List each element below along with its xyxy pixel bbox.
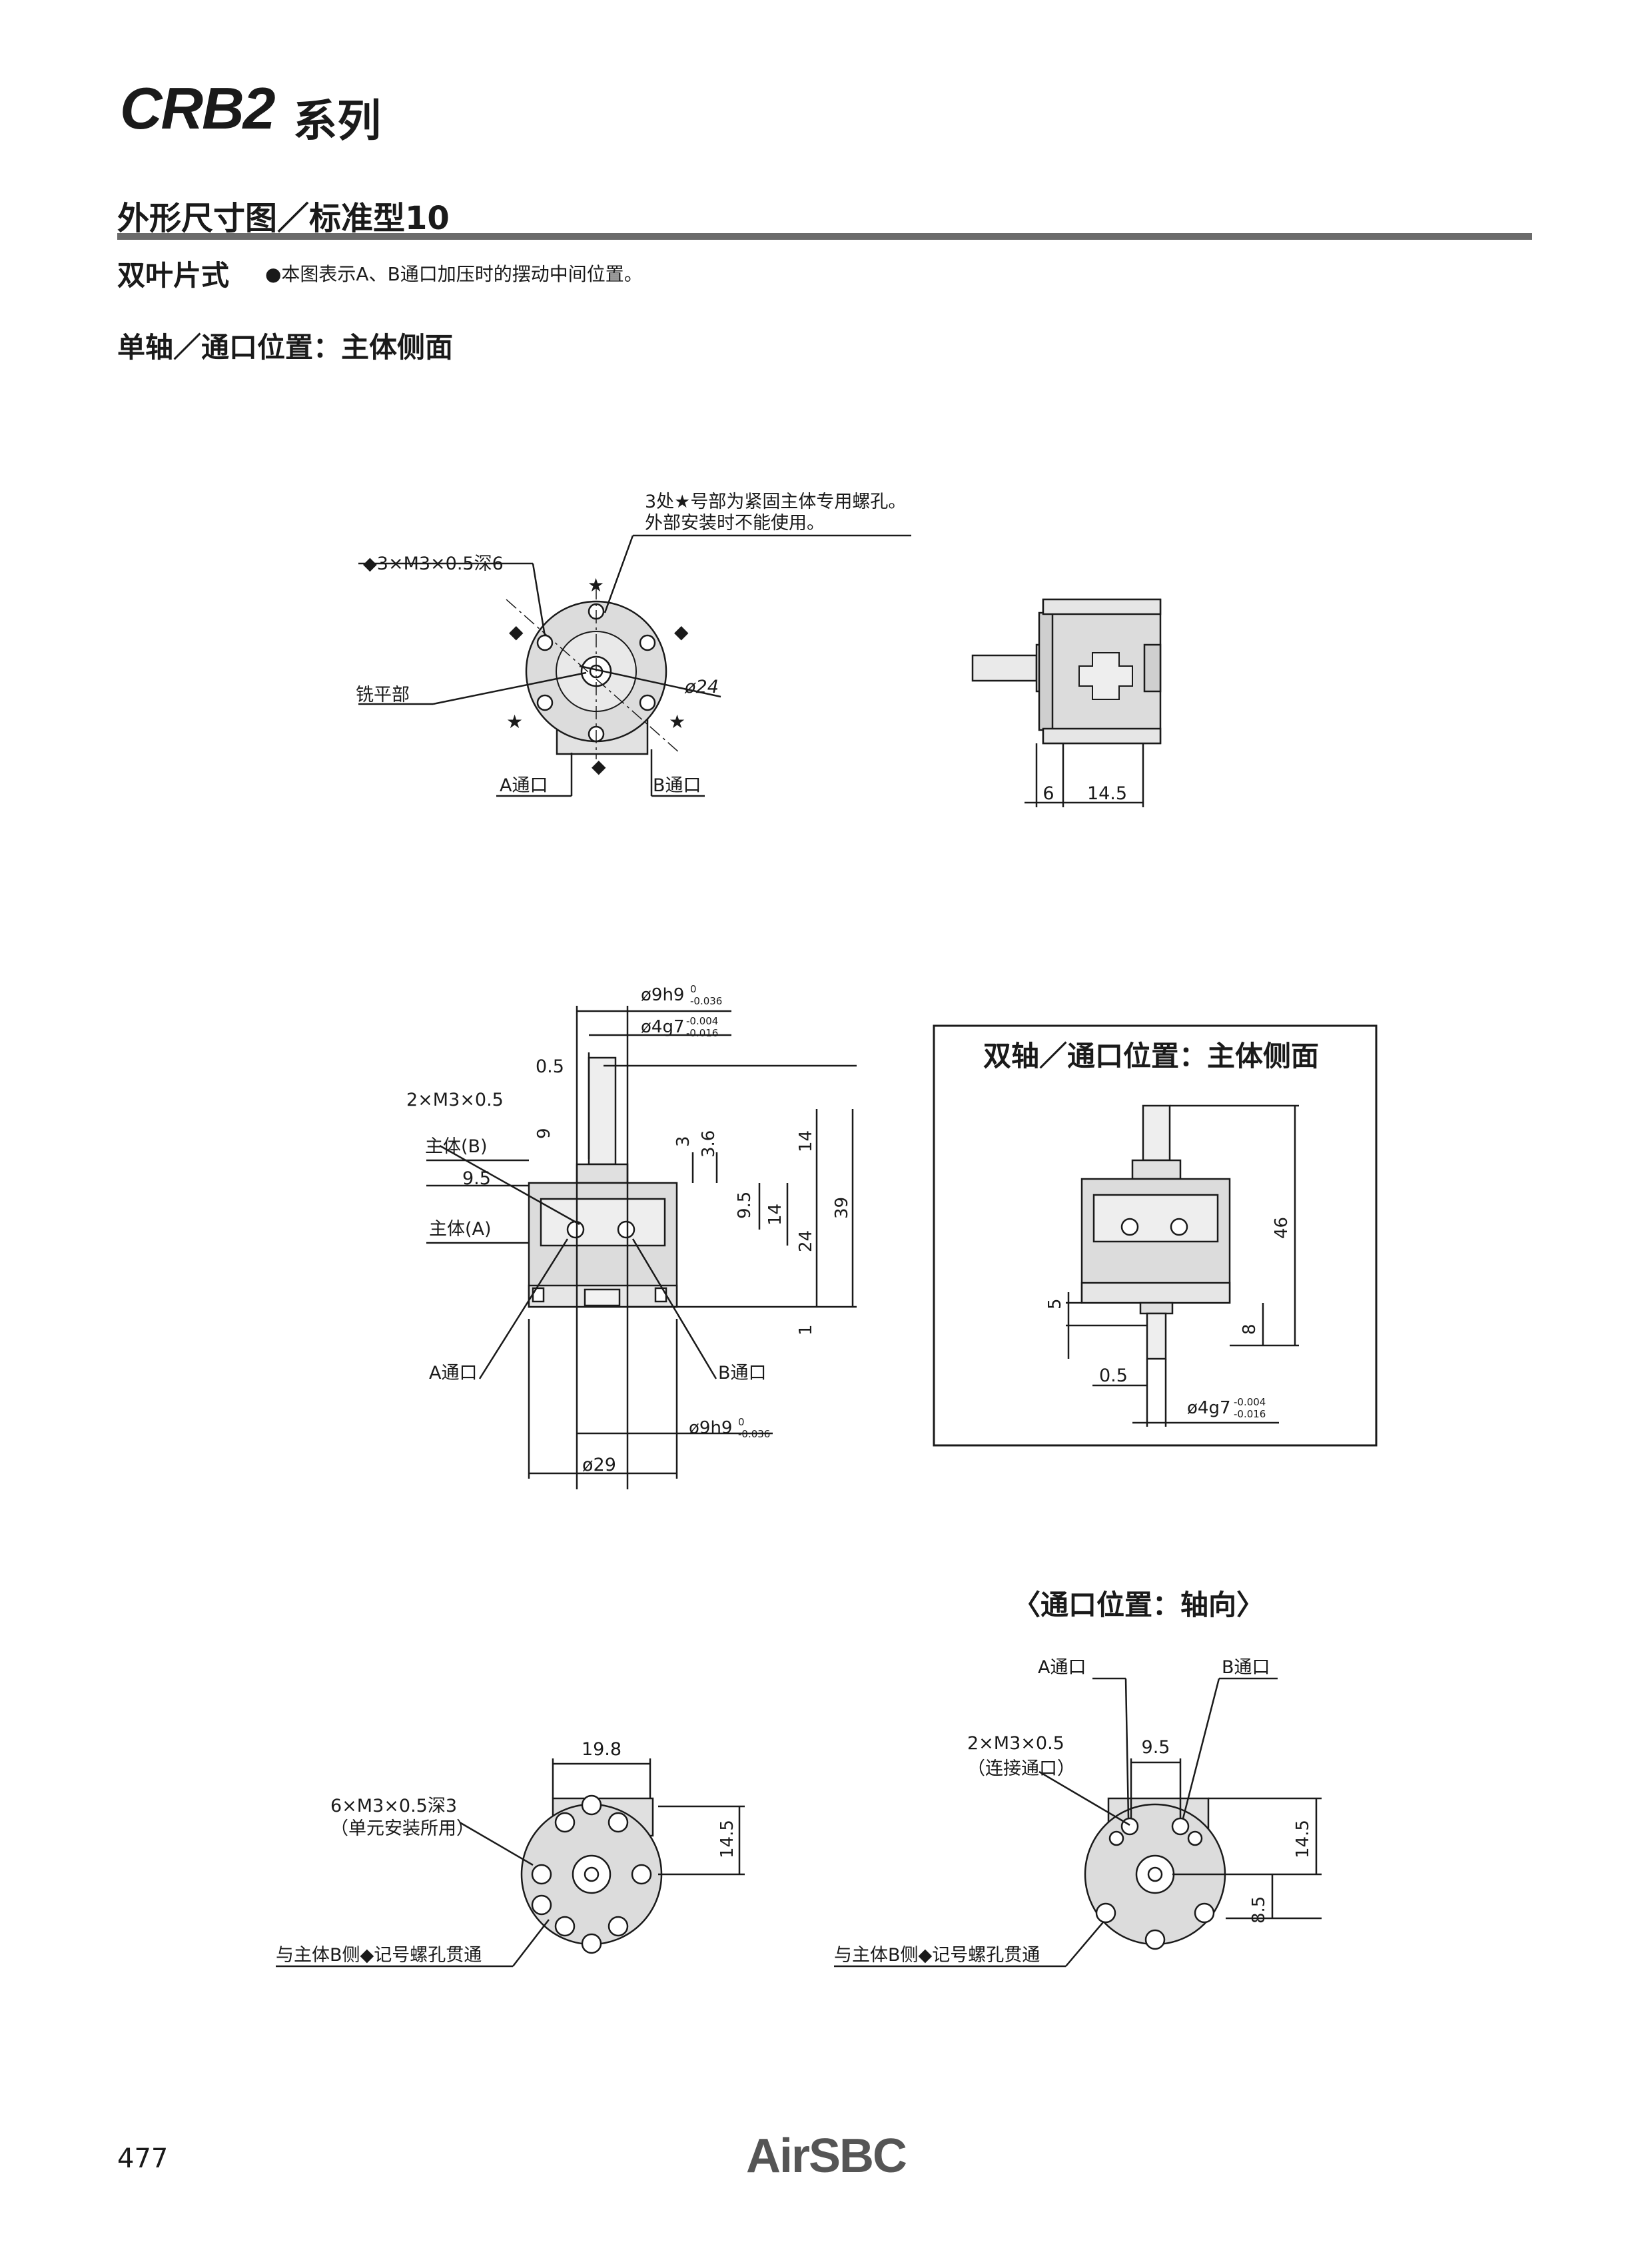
axial-right-through-note: 与主体B侧◆记号螺孔贯通: [834, 1945, 1040, 1966]
dim-9h9-top: ø9h9: [641, 985, 684, 1005]
dim-9h9-bottom-tol-lower: -0.036: [738, 1428, 770, 1440]
page-number: 477: [117, 2143, 169, 2174]
dim-9h9-bottom-tol-upper: 0: [738, 1416, 745, 1428]
dim-14-5-right: 14.5: [1293, 1820, 1313, 1858]
dim-14-upper: 14: [796, 1130, 816, 1152]
axial-right-view: [834, 1677, 1322, 1968]
axial-left-view: [276, 1758, 745, 1968]
axial-port-b: B通口: [1222, 1657, 1270, 1678]
dim-4g7-double-tol-lower: -0.016: [1234, 1408, 1266, 1420]
dim-39: 39: [832, 1197, 852, 1219]
dim-4g7-double-tol-upper: -0.004: [1234, 1396, 1266, 1408]
star-mark-right: ★: [669, 711, 685, 733]
dim-4g7: ø4g7: [641, 1017, 685, 1037]
axial-right-thread-note: （连接通口）: [967, 1758, 1075, 1779]
dim-5: 5: [1045, 1298, 1065, 1309]
pressure-note: ●本图表示A、B通口加压时的摆动中间位置。: [265, 263, 643, 285]
section-divider: [117, 233, 1532, 240]
dim-9-5-right: 9.5: [735, 1192, 755, 1219]
star-mark-left: ★: [506, 711, 523, 733]
diamond-mark-right: ◆: [674, 621, 689, 643]
axial-left-thread: 6×M3×0.5深3: [330, 1796, 457, 1816]
diamond-mark-left: ◆: [509, 621, 524, 643]
front-view: [358, 534, 911, 797]
port-b-label: B通口: [653, 775, 701, 796]
side-view: [971, 598, 1162, 807]
axial-port-a: A通口: [1038, 1657, 1086, 1678]
axial-heading: 〈通口位置：轴向〉: [1013, 1589, 1265, 1621]
dim-9h9-top-tol-lower: -0.036: [690, 995, 722, 1007]
double-shaft-labels: 双轴／通口位置：主体侧面 46 5 8 0.5 ø4g7 -0.004 -0.0…: [983, 1040, 1319, 1420]
hole-spec-label: ◆3×M3×0.5深6: [363, 554, 504, 574]
port-b-label-side: B通口: [718, 1363, 767, 1383]
star-mark-top: ★: [588, 574, 604, 596]
dim-9-5-axial: 9.5: [1142, 1737, 1170, 1758]
diamond-mark-bottom: ◆: [592, 755, 606, 777]
double-shaft-view: [1066, 1104, 1299, 1427]
axial-left-through-note: 与主体B侧◆记号螺孔贯通: [276, 1945, 482, 1966]
axial-left-thread-note: （单元安装所用）: [330, 1818, 474, 1839]
dim-4g7-tol-lower: -0.016: [686, 1027, 718, 1039]
brand-logo: AirSBC: [746, 2129, 907, 2183]
dim-19-8: 19.8: [582, 1739, 621, 1760]
axial-right-labels: A通口 B通口 2×M3×0.5 （连接通口） 9.5 14.5 8.5 与主体…: [834, 1657, 1313, 1966]
series-suffix: 系列: [293, 95, 381, 147]
dim-9h9-top-tol-upper: 0: [690, 983, 697, 995]
dim-9-5-left: 9.5: [462, 1168, 491, 1189]
dim-6: 6: [1042, 783, 1054, 804]
dim-9: 9: [534, 1128, 554, 1139]
dim-0-5: 0.5: [536, 1056, 564, 1077]
dim-4g7-double: ø4g7: [1187, 1398, 1231, 1418]
star-note-line-2: 外部安装时不能使用。: [645, 513, 825, 534]
side-view-labels: 6 14.5: [1042, 783, 1127, 804]
dim-0-5-double: 0.5: [1099, 1365, 1128, 1386]
single-shaft-labels: ø9h9 0 -0.036 ø4g7 -0.004 -0.016 0.5 2×M…: [406, 983, 852, 1475]
dim-3-6: 3.6: [699, 1130, 719, 1158]
diameter-24-label: ø24: [684, 677, 719, 697]
single-shaft-heading: 单轴／通口位置：主体侧面: [117, 331, 454, 364]
double-shaft-heading: 双轴／通口位置：主体侧面: [983, 1040, 1319, 1072]
body-b-label: 主体(B): [425, 1136, 488, 1157]
body-a-label: 主体(A): [429, 1219, 492, 1240]
dim-8: 8: [1240, 1323, 1260, 1335]
section-title: 外形尺寸图／标准型10: [117, 200, 450, 237]
dim-14-inner: 14: [765, 1204, 785, 1226]
dim-3: 3: [673, 1136, 693, 1147]
double-shaft-frame: [933, 1024, 1378, 1447]
dim-46: 46: [1272, 1217, 1292, 1239]
flat-label: 铣平部: [356, 685, 410, 705]
dim-1: 1: [796, 1324, 816, 1335]
dim-24: 24: [796, 1230, 816, 1252]
front-view-labels: 3处★号部为紧固主体专用螺孔。 外部安装时不能使用。 ◆3×M3×0.5深6 铣…: [356, 492, 906, 796]
type-label: 双叶片式: [117, 259, 230, 292]
dim-9h9-bottom: ø9h9: [689, 1418, 732, 1438]
port-a-label-side: A通口: [429, 1363, 477, 1383]
dim-8-5: 8.5: [1249, 1896, 1269, 1924]
star-note-line-1: 3处★号部为紧固主体专用螺孔。: [645, 492, 906, 512]
single-shaft-view: [426, 1006, 857, 1489]
port-a-label: A通口: [500, 775, 548, 796]
dim-14-5-left: 14.5: [717, 1820, 737, 1858]
series-title: CRB2: [120, 75, 276, 141]
axial-left-labels: 19.8 6×M3×0.5深3 （单元安装所用） 14.5 与主体B侧◆记号螺孔…: [276, 1739, 737, 1966]
dim-14-5: 14.5: [1087, 783, 1127, 804]
thread-2xm3: 2×M3×0.5: [406, 1090, 504, 1110]
dim-29: ø29: [582, 1455, 616, 1475]
axial-right-thread: 2×M3×0.5: [967, 1733, 1064, 1754]
dim-4g7-tol-upper: -0.004: [686, 1015, 718, 1027]
